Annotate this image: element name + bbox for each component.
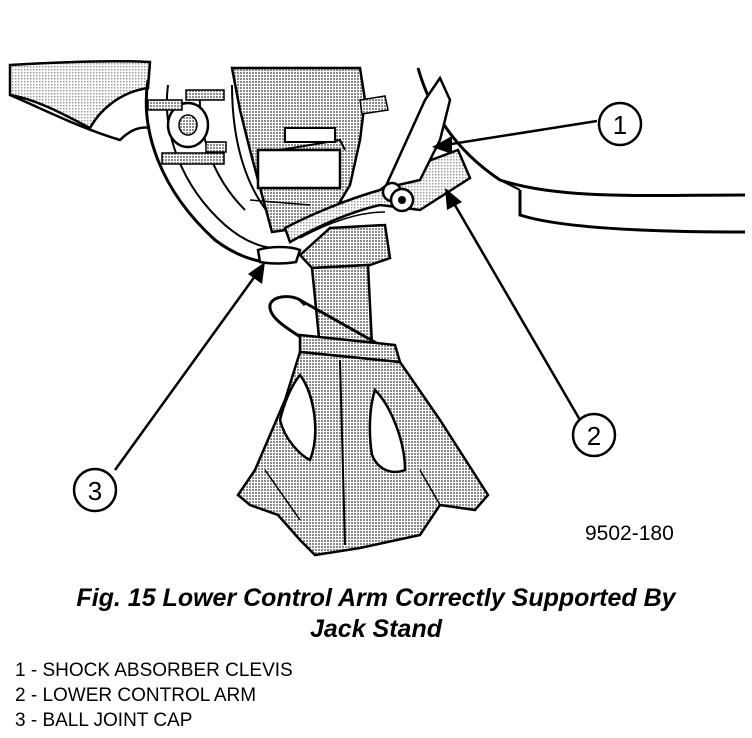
callout-2-number: 2 [587, 421, 601, 451]
wheel-studs [147, 89, 227, 165]
figure-code: 9502-180 [585, 522, 674, 545]
diagram-illustration: 1 2 3 [8, 59, 746, 557]
legend-list: 1 - SHOCK ABSORBER CLEVIS 2 - LOWER CONT… [15, 658, 293, 733]
caption-line-2: Jack Stand [309, 615, 442, 643]
ball-joint-cap [256, 245, 302, 265]
leader-line-2 [445, 188, 582, 421]
figure-caption: Fig. 15 Lower Control Arm Correctly Supp… [0, 583, 752, 645]
legend-item-3: 3 - BALL JOINT CAP [15, 710, 193, 731]
callout-3-number: 3 [88, 476, 102, 506]
callout-2: 2 [571, 412, 617, 458]
vehicle-frame [416, 67, 746, 234]
shock-absorber-clevis [381, 75, 452, 213]
callout-1-number: 1 [613, 110, 627, 140]
callout-1: 1 [597, 101, 643, 147]
brake-rotor [144, 79, 273, 264]
jack-stand [236, 223, 490, 557]
legend-item-2: 2 - LOWER CONTROL ARM [15, 685, 257, 706]
callout-3: 3 [72, 467, 118, 513]
leader-line-3 [113, 262, 265, 471]
fender-body [8, 59, 152, 142]
leader-line-1 [432, 119, 598, 154]
legend-item-1: 1 - SHOCK ABSORBER CLEVIS [15, 660, 293, 681]
caption-line-1: Fig. 15 Lower Control Arm Correctly Supp… [76, 584, 676, 612]
steering-knuckle [230, 66, 389, 234]
